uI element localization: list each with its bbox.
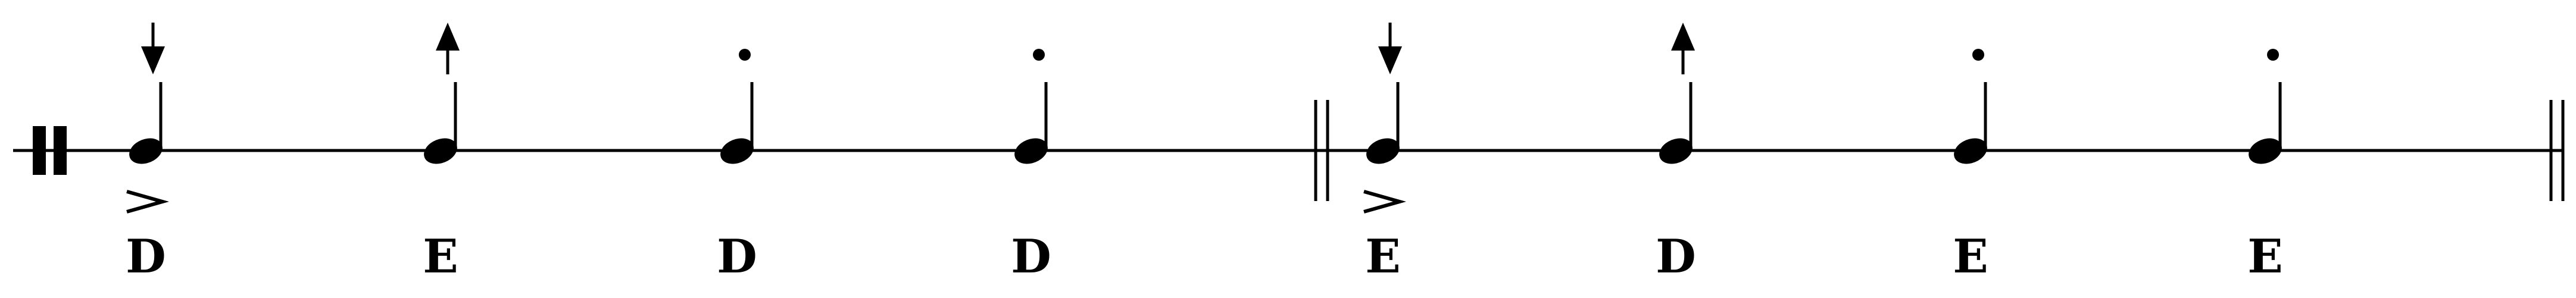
- note-letter: E: [1953, 230, 1988, 284]
- down-arrow-icon: [1378, 23, 1402, 74]
- up-arrow-icon: [1671, 23, 1695, 74]
- note: D: [126, 23, 170, 284]
- double-barline: [2549, 100, 2565, 201]
- notehead: [1014, 138, 1048, 164]
- notehead: [720, 138, 754, 164]
- notehead: [129, 138, 163, 164]
- barlines: [1314, 100, 2565, 201]
- notehead: [1366, 138, 1400, 164]
- percussion-clef-icon: [33, 126, 67, 175]
- notehead: [2249, 138, 2282, 164]
- note: E: [1363, 23, 1407, 284]
- note-letter: E: [423, 230, 458, 284]
- tap-dot-icon: [1972, 49, 1984, 61]
- tap-dot-icon: [2267, 49, 2279, 61]
- note: E: [2247, 49, 2283, 284]
- note-letter: E: [2247, 230, 2283, 284]
- double-barline: [1314, 100, 1329, 201]
- down-arrow-icon: [141, 23, 165, 74]
- note-letter: D: [126, 230, 166, 284]
- note: D: [1656, 23, 1696, 284]
- notehead: [1659, 138, 1693, 164]
- note: D: [1011, 49, 1051, 284]
- notehead: [1954, 138, 1987, 164]
- note-letter: D: [717, 230, 757, 284]
- accent-mark-icon: [1363, 190, 1407, 214]
- note: D: [717, 49, 757, 284]
- tap-dot-icon: [739, 49, 751, 61]
- tap-dot-icon: [1033, 49, 1045, 61]
- accent-mark-icon: [126, 190, 170, 214]
- staff: [13, 126, 2563, 175]
- note: E: [423, 23, 460, 284]
- note-letter: E: [1365, 230, 1400, 284]
- notehead: [424, 138, 457, 164]
- up-arrow-icon: [436, 23, 460, 74]
- note-letter: D: [1656, 230, 1696, 284]
- note-letter: D: [1011, 230, 1051, 284]
- note: E: [1953, 49, 1988, 284]
